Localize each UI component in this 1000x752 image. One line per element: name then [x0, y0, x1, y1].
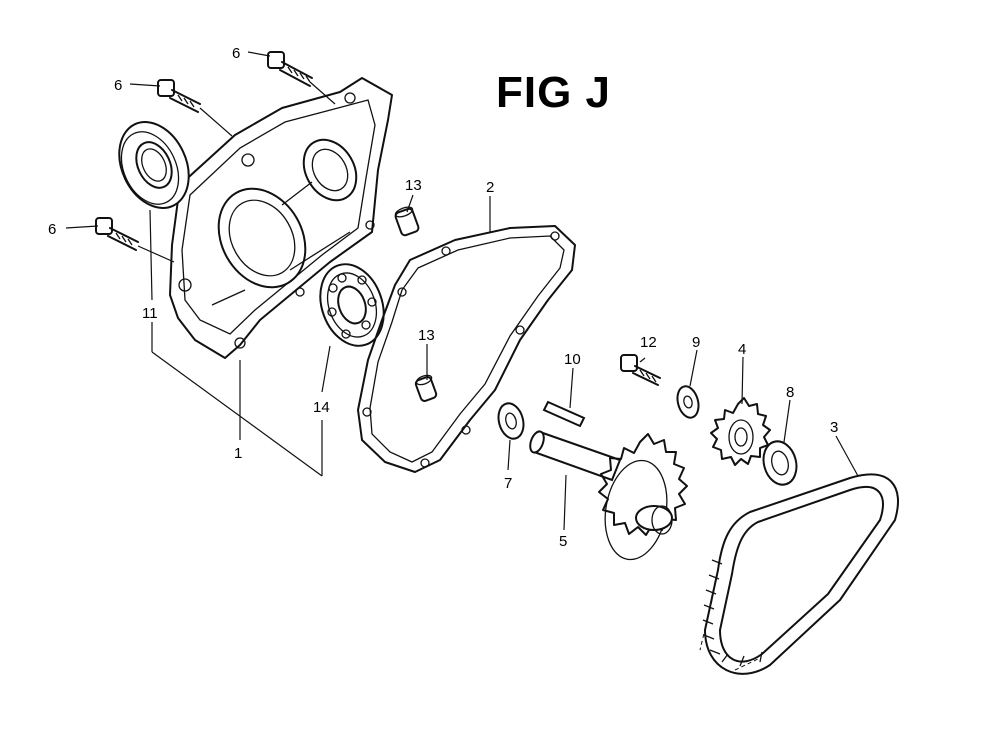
- callout-13-upper: 13: [405, 177, 422, 194]
- ball-bearing: [319, 263, 385, 347]
- washer-7: [497, 402, 525, 440]
- callout-9: 9: [692, 334, 700, 351]
- woodruff-key: [542, 400, 586, 428]
- drive-chain: [699, 473, 899, 675]
- callout-2: 2: [486, 179, 494, 196]
- callout-3: 3: [830, 419, 838, 436]
- callout-4: 4: [738, 341, 746, 358]
- callout-6-top: 6: [232, 45, 240, 62]
- collar-8: [762, 440, 798, 486]
- figure-title: FIG J: [496, 68, 612, 117]
- callout-1: 1: [234, 445, 242, 462]
- callout-8: 8: [786, 384, 794, 401]
- leader-lines: [65, 51, 859, 531]
- oil-seal: [118, 121, 190, 209]
- gasket: [357, 225, 576, 473]
- dowel-pin-upper: [394, 206, 420, 237]
- callout-6-lower-left: 6: [48, 221, 56, 238]
- drive-shaft-sprocket: [529, 430, 688, 561]
- callout-12: 12: [640, 334, 657, 351]
- callout-labels: 6 6 6 11 1 14 13 13 2 7 10 5 12 9 4 8 3: [48, 45, 838, 550]
- dowel-pin-lower: [414, 374, 438, 402]
- washer-9: [676, 385, 700, 419]
- callout-5: 5: [559, 533, 567, 550]
- flange-bolt-lower-left: [95, 217, 139, 251]
- callout-13-lower: 13: [418, 327, 435, 344]
- flange-bolt-top: [267, 51, 313, 87]
- sprocket-bolt: [620, 354, 661, 386]
- callout-11: 11: [142, 305, 158, 322]
- gear-case-cover: [169, 77, 393, 359]
- callout-14: 14: [313, 399, 330, 416]
- flange-bolt-upper-left: [157, 79, 201, 113]
- callout-6-upper-left: 6: [114, 77, 122, 94]
- drive-sprocket: [710, 397, 771, 466]
- callout-7: 7: [504, 475, 512, 492]
- callout-10: 10: [564, 351, 581, 368]
